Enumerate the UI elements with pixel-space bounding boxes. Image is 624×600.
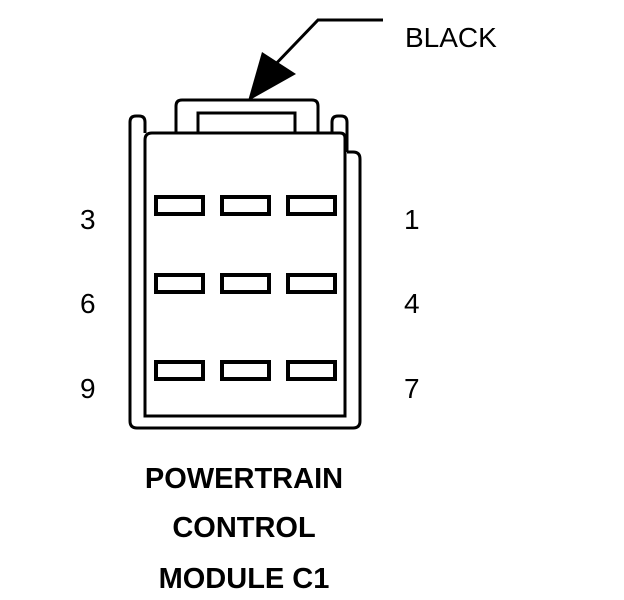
pin-label-3: 3	[80, 204, 96, 235]
connector-outer-shell	[128, 150, 362, 430]
terminal-cavity	[154, 360, 205, 381]
terminal-cavity	[220, 195, 271, 216]
leader-line	[268, 18, 383, 72]
terminal-cavity	[154, 195, 205, 216]
terminal-cavity	[286, 360, 337, 381]
pin-label-6: 6	[80, 288, 96, 319]
locking-tab	[174, 98, 320, 133]
locking-tab-window	[196, 111, 297, 135]
pin-label-4: 4	[404, 288, 420, 319]
terminal-cavity	[286, 195, 337, 216]
pin-label-1: 1	[404, 204, 420, 235]
terminal-cavity	[220, 360, 271, 381]
terminal-cavity	[154, 273, 205, 294]
pin-label-7: 7	[404, 373, 420, 404]
wire-color-label: BLACK	[405, 22, 497, 53]
left-latch	[128, 114, 147, 152]
module-title-line-2: CONTROL	[172, 512, 316, 544]
module-title-line-3: MODULE C1	[158, 563, 330, 595]
module-title-line-1: POWERTRAIN	[144, 463, 344, 495]
leader-arrowhead	[248, 52, 296, 101]
connector-inner-body	[143, 131, 347, 418]
terminal-cavity	[286, 273, 337, 294]
right-latch	[330, 114, 349, 152]
terminal-cavity	[220, 273, 271, 294]
pin-label-9: 9	[80, 373, 96, 404]
